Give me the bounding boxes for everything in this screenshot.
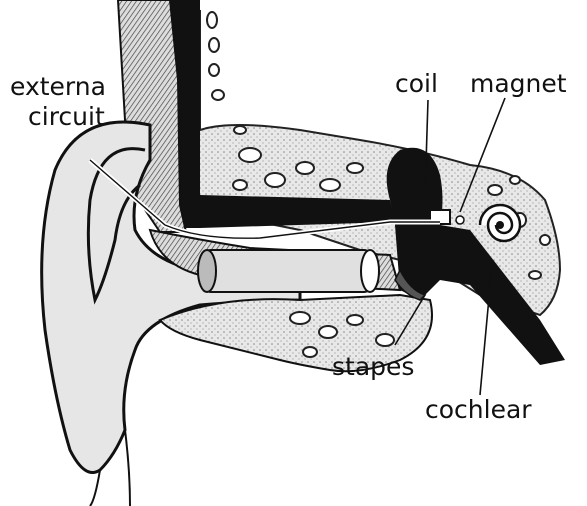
label-stapes: stapes [332, 352, 414, 381]
label-cochlear: cochlear [425, 395, 532, 424]
cochlea-center [496, 221, 504, 229]
label-coil: coil [395, 69, 438, 98]
label-external-circuit-line2: circuit [28, 102, 105, 131]
ear-canal-processor [198, 250, 379, 292]
label-external-circuit-line1: externa [10, 72, 106, 101]
label-magnet: magnet [470, 69, 567, 98]
